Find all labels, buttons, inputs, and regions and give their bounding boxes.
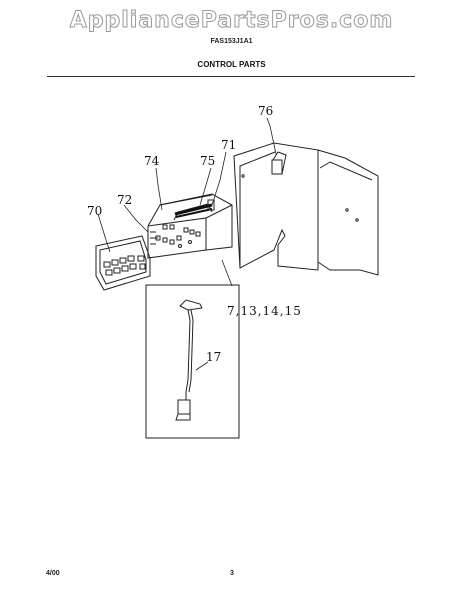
callout-74: 74 [144,154,160,168]
callout-17: 17 [206,350,222,364]
watermark-logo: AppliancePartsPros.com [69,8,394,34]
callout-71: 71 [221,138,237,152]
footer-date: 4/00 [46,570,60,577]
section-title: CONTROL PARTS [197,60,266,69]
callout-leader-lines [97,117,277,371]
footer-page-number: 3 [230,570,234,577]
model-number: FAS153J1A1 [210,38,253,45]
control-panel-bezel [95,235,151,291]
control-box [147,193,233,259]
callout-70: 70 [87,204,103,218]
wire-harness-inset [145,284,240,439]
cabinet-panel [233,142,379,276]
header-rule [47,76,415,77]
callout-75: 75 [200,154,216,168]
callout-76: 76 [258,104,274,118]
callout-72: 72 [117,193,133,207]
callout-7-13-14-15: 7,13,14,15 [227,304,302,318]
